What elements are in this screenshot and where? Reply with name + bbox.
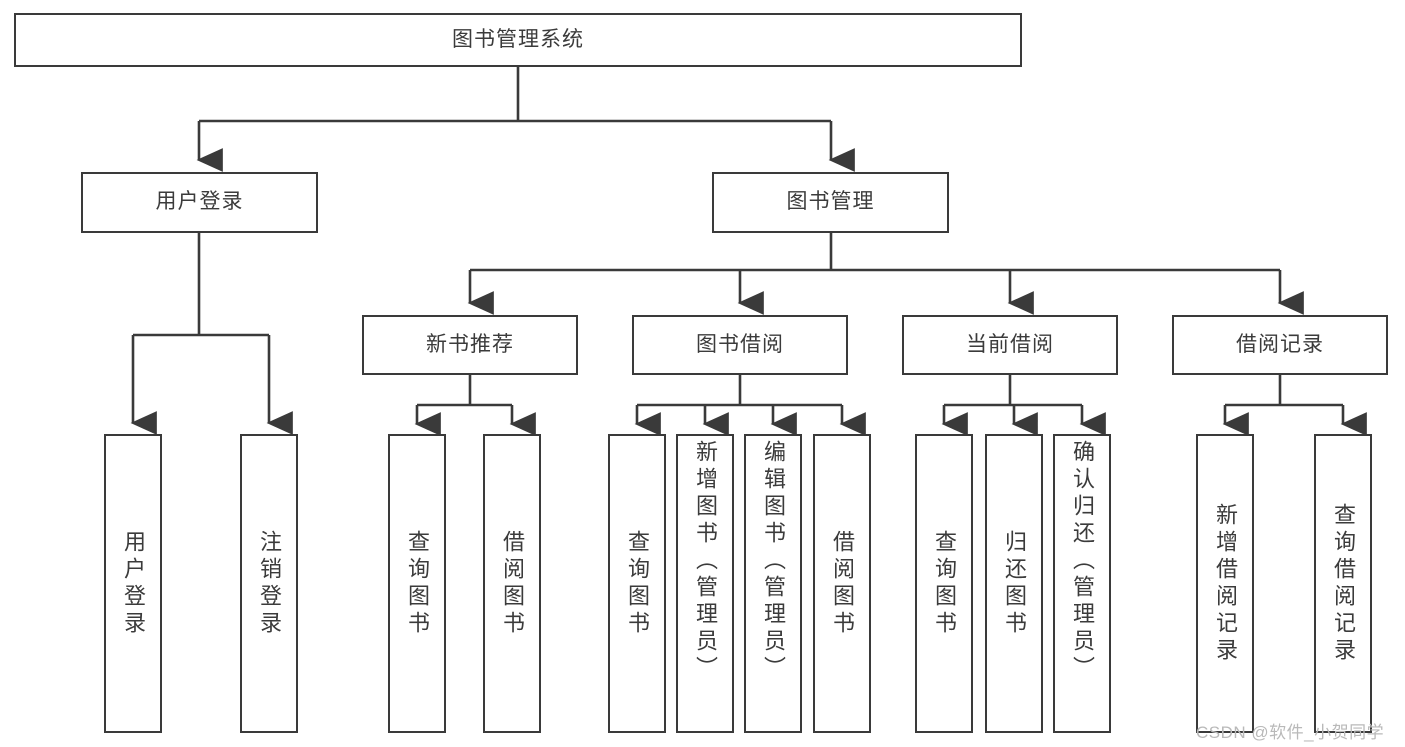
node-leaf-return-book-label: 归还图书	[1002, 529, 1027, 638]
node-leaf-query-book-1-label: 查询图书	[405, 529, 430, 638]
node-book-manage[interactable]: 图书管理	[712, 172, 949, 233]
node-leaf-query-book-3[interactable]: 查询图书	[915, 434, 973, 733]
node-leaf-add-record[interactable]: 新增借阅记录	[1196, 434, 1254, 733]
node-leaf-user-login[interactable]: 用户登录	[104, 434, 162, 733]
node-leaf-return-book[interactable]: 归还图书	[985, 434, 1043, 733]
node-user-login-label: 用户登录	[155, 190, 244, 214]
node-root[interactable]: 图书管理系统	[14, 13, 1022, 67]
node-leaf-borrow-book-2[interactable]: 借阅图书	[813, 434, 871, 733]
node-book-manage-label: 图书管理	[786, 190, 875, 214]
node-current-borrow-label: 当前借阅	[966, 332, 1054, 356]
node-leaf-query-book-2[interactable]: 查询图书	[608, 434, 666, 733]
node-leaf-add-book-label: 新增图书（管理员）	[693, 440, 718, 683]
node-new-book-recommend-label: 新书推荐	[426, 332, 514, 356]
node-leaf-logout[interactable]: 注销登录	[240, 434, 298, 733]
node-leaf-user-login-label: 用户登录	[121, 529, 146, 638]
node-book-borrow-label: 图书借阅	[696, 332, 784, 356]
csdn-watermark: CSDN @软件_小贺同学	[1196, 723, 1385, 742]
node-leaf-add-book[interactable]: 新增图书（管理员）	[676, 434, 734, 733]
node-root-label: 图书管理系统	[452, 27, 584, 51]
node-leaf-add-record-label: 新增借阅记录	[1213, 502, 1238, 665]
node-leaf-edit-book-label: 编辑图书（管理员）	[761, 440, 786, 683]
node-book-borrow[interactable]: 图书借阅	[632, 315, 848, 375]
node-borrow-record[interactable]: 借阅记录	[1172, 315, 1388, 375]
node-leaf-borrow-book-1-label: 借阅图书	[500, 529, 525, 638]
node-leaf-edit-book[interactable]: 编辑图书（管理员）	[744, 434, 802, 733]
node-leaf-confirm-return[interactable]: 确认归还（管理员）	[1053, 434, 1111, 733]
node-current-borrow[interactable]: 当前借阅	[902, 315, 1118, 375]
node-leaf-query-book-1[interactable]: 查询图书	[388, 434, 446, 733]
node-leaf-query-record-label: 查询借阅记录	[1331, 502, 1356, 665]
node-leaf-query-book-2-label: 查询图书	[625, 529, 650, 638]
node-leaf-confirm-return-label: 确认归还（管理员）	[1070, 440, 1095, 683]
node-leaf-query-record[interactable]: 查询借阅记录	[1314, 434, 1372, 733]
node-leaf-logout-label: 注销登录	[257, 529, 282, 638]
node-new-book-recommend[interactable]: 新书推荐	[362, 315, 578, 375]
node-leaf-borrow-book-2-label: 借阅图书	[830, 529, 855, 638]
node-user-login[interactable]: 用户登录	[81, 172, 318, 233]
node-leaf-borrow-book-1[interactable]: 借阅图书	[483, 434, 541, 733]
node-leaf-query-book-3-label: 查询图书	[932, 529, 957, 638]
node-borrow-record-label: 借阅记录	[1236, 332, 1324, 356]
